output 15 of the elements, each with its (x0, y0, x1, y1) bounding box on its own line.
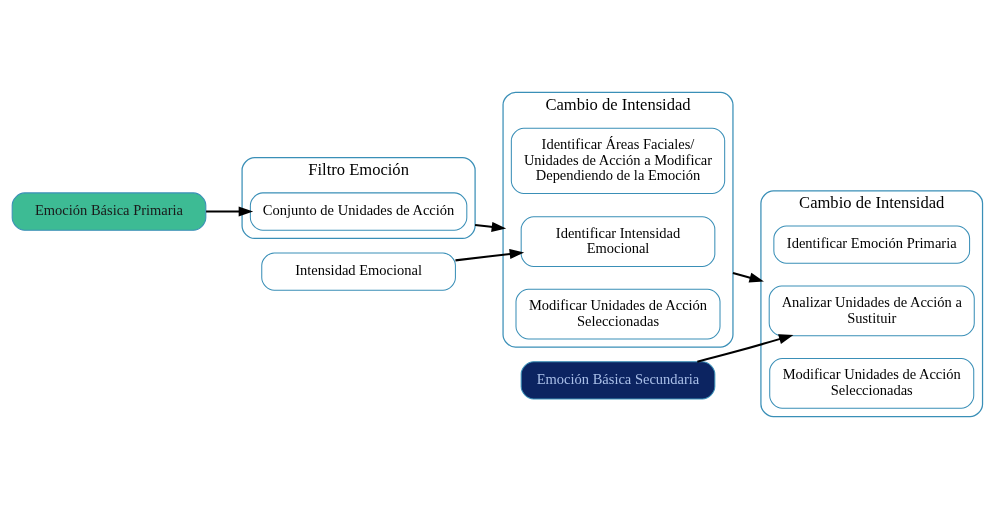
node-box: Analizar Unidades de Acción a Sustituir (768, 285, 975, 336)
node-box: Emoción Básica Secundaria (520, 360, 716, 399)
arrow (474, 221, 507, 232)
node-box: Modificar Unidades de Acción Seleccionadas (769, 357, 975, 409)
node-box: Emoción Básica Primaria (11, 191, 207, 231)
node-box: Modificar Unidades de Acción Seleccionadas (515, 288, 721, 339)
arrow (732, 271, 764, 283)
node-box: Identificar Áreas Faciales/ Unidades de Acción a Modificar Dependiendo de la Emoción (510, 127, 726, 194)
node-box: Intensidad Emocional (261, 251, 456, 291)
node-box: Conjunto de Unidades de Acción (249, 191, 468, 231)
arrow (455, 248, 525, 261)
node-box: Identificar Intensidad Emocional (520, 215, 716, 267)
arrow (206, 205, 254, 217)
arrow (697, 333, 794, 363)
node-box: Identificar Emoción Primaria (773, 225, 971, 264)
